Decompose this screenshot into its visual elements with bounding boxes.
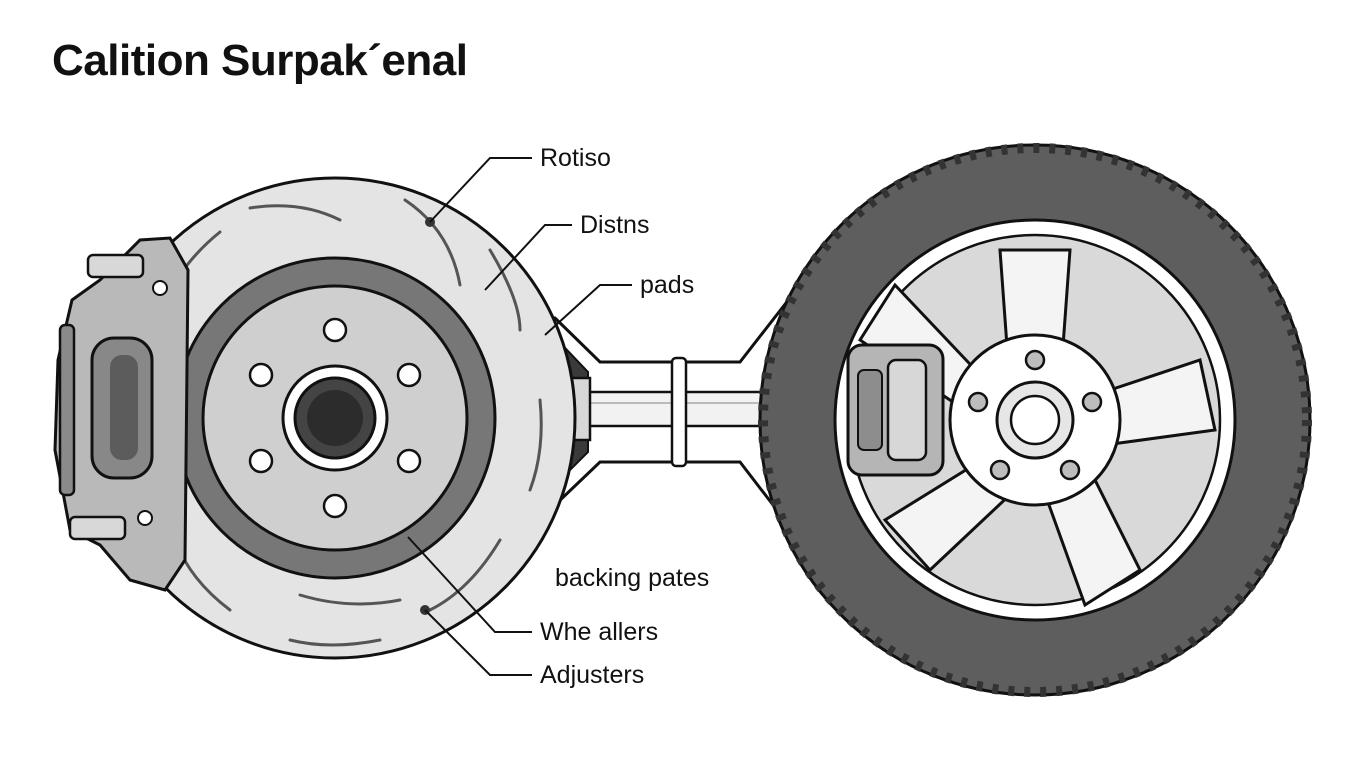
label-backing-plates: backing pates [555, 564, 710, 592]
leader-lines [407, 157, 632, 676]
wheel-lug-nuts [967, 349, 1103, 481]
label-pads: pads [640, 271, 695, 299]
label-wheel-rollers: Whe allers [540, 618, 659, 646]
label-rotor: Rotiso [540, 144, 611, 172]
wheel-caliper [846, 343, 945, 477]
brake-caliper [53, 236, 190, 592]
brake-rotor [93, 176, 577, 660]
label-adjusters: Adjusters [540, 661, 645, 689]
lug-holes [248, 317, 422, 519]
label-discs: Distns [580, 211, 650, 239]
wheel-tire [758, 143, 1312, 697]
diagram-title: Calition Surpak´enal [52, 36, 468, 85]
